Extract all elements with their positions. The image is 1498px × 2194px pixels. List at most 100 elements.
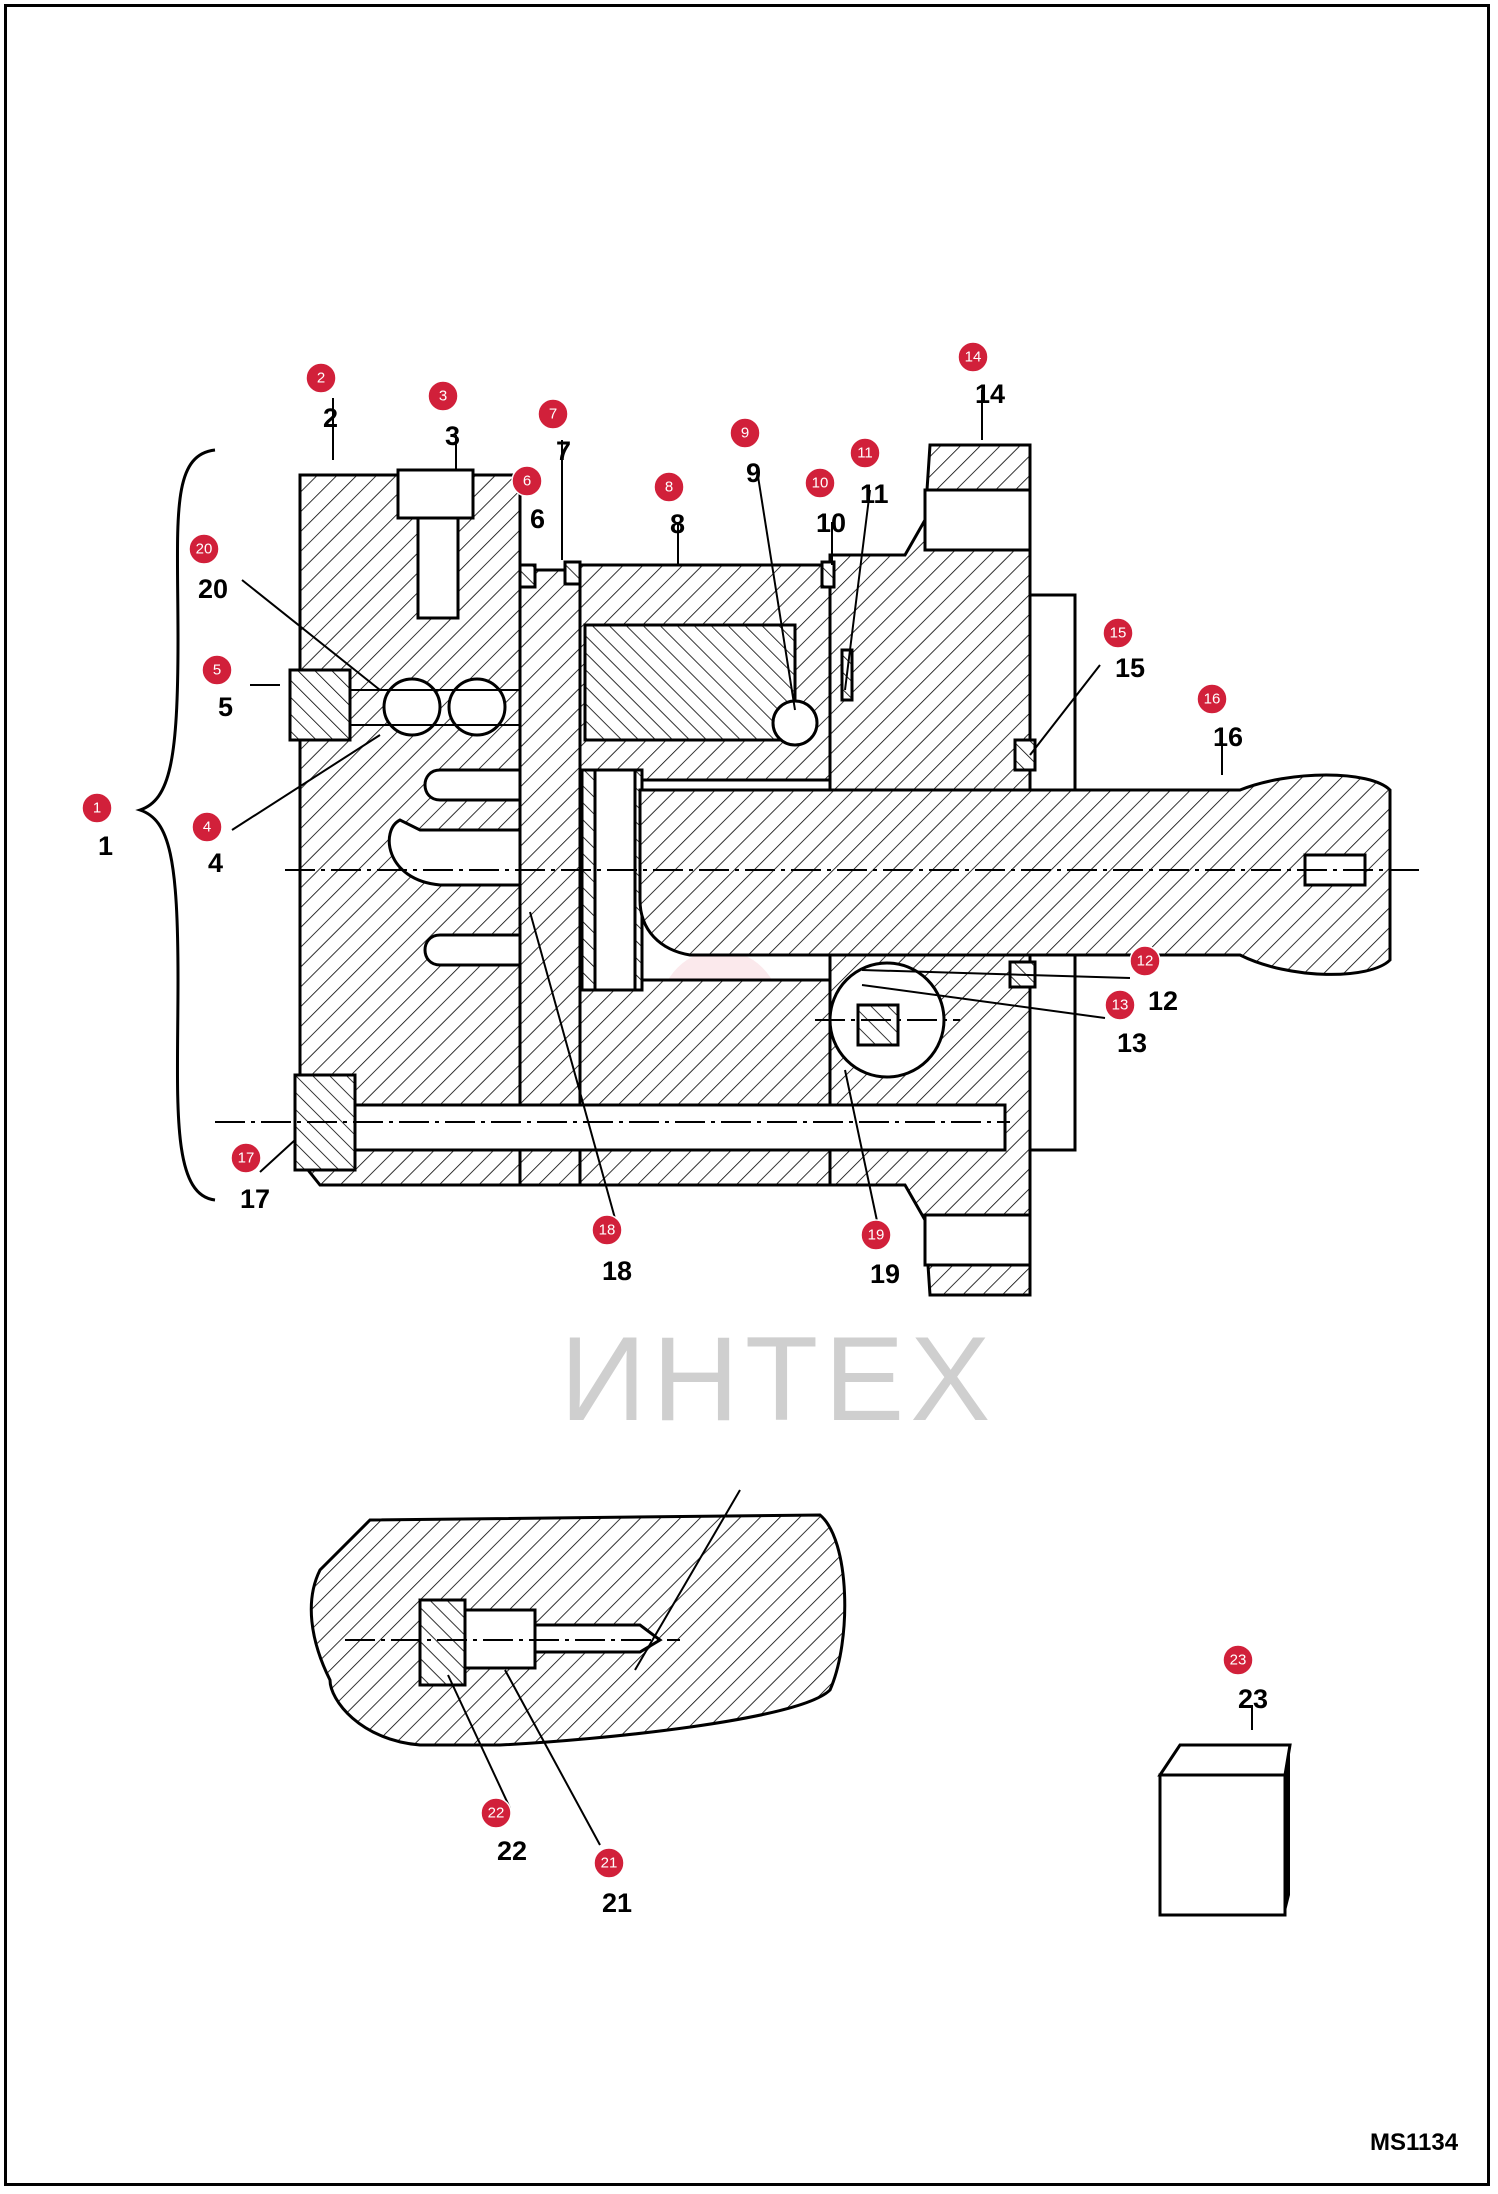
seal-7 [563, 560, 582, 586]
bolt-shank-17 [353, 1103, 1007, 1152]
callout-number-8: 8 [670, 509, 685, 539]
drawing-code: MS1134 [1370, 2129, 1459, 2156]
housing-lower [578, 978, 832, 1187]
callout-number-18: 18 [602, 1256, 632, 1286]
callout-badge-label-16: 16 [1204, 691, 1221, 708]
check-ball-a [382, 677, 442, 737]
leader-4 [231, 734, 381, 831]
callout-badge-5 [201, 654, 233, 686]
callout-number-14: 14 [975, 379, 1005, 409]
seal-6 [518, 563, 537, 589]
callout-badge-label-18: 18 [599, 1222, 616, 1239]
output-shaft [638, 773, 1392, 976]
callout-number-3: 3 [445, 421, 460, 451]
callout-number-16: 16 [1213, 722, 1243, 752]
callout-badge-16 [1196, 683, 1228, 715]
callout-badge-label-2: 2 [317, 370, 325, 387]
callout-badge-10 [804, 467, 836, 499]
channel-lower [423, 933, 532, 967]
callout-badge-22 [480, 1797, 512, 1829]
callout-number-23: 23 [1238, 1684, 1268, 1714]
callout-badge-7 [537, 398, 569, 430]
callout-badge-label-20: 20 [196, 541, 213, 558]
callout-badge-label-13: 13 [1112, 997, 1129, 1014]
seal-10 [820, 560, 836, 589]
callout-badge-18 [591, 1214, 623, 1246]
callout-badge-21 [593, 1847, 625, 1879]
callout-badge-label-22: 22 [488, 1805, 505, 1822]
main-cross-section [135, 390, 1420, 1297]
callout-badge-label-10: 10 [812, 475, 829, 492]
callout-badge-13 [1104, 989, 1136, 1021]
callout-badge-label-9: 9 [741, 425, 749, 442]
drawing-frame [4, 4, 1490, 2186]
callout-number-9: 9 [746, 458, 761, 488]
callout-number-6: 6 [530, 504, 545, 534]
leader-17 [259, 1139, 296, 1173]
callout-number-4: 4 [208, 848, 223, 878]
callout-badge-label-19: 19 [868, 1227, 885, 1244]
detail-cross-section [309, 1489, 847, 1846]
leader-12 [861, 969, 1131, 979]
callout-badge-17 [230, 1142, 262, 1174]
callout-number-15: 15 [1115, 653, 1145, 683]
callout-badge-2 [305, 362, 337, 394]
callout-badge-23 [1222, 1644, 1254, 1676]
leader-21 [504, 1669, 601, 1846]
callout-number-7: 7 [556, 436, 571, 466]
callout-badge-3 [427, 380, 459, 412]
callout-badge-12 [1129, 945, 1161, 977]
callout-badge-label-11: 11 [857, 445, 873, 462]
leader-13 [861, 984, 1106, 1019]
callout-badge-label-5: 5 [213, 662, 221, 679]
plug-3-shank [416, 516, 460, 620]
callout-number-22: 22 [497, 1836, 527, 1866]
callout-badge-11 [849, 437, 881, 469]
callout-badge-4 [191, 811, 223, 843]
callout-badge-6 [511, 465, 543, 497]
leader-15 [1029, 664, 1101, 756]
coupling-hub [593, 768, 637, 992]
callout-badge-label-7: 7 [549, 406, 557, 423]
callout-number-12: 12 [1148, 986, 1178, 1016]
callout-number-5: 5 [218, 692, 233, 722]
callout-number-1: 1 [98, 831, 113, 861]
plug-5 [288, 668, 352, 742]
callout-badge-label-12: 12 [1137, 953, 1154, 970]
callout-badge-19 [860, 1219, 892, 1251]
rotor-stack [583, 623, 797, 742]
leader-11 [844, 489, 871, 691]
callout-badge-14 [957, 341, 989, 373]
valve-plug-13 [856, 1003, 900, 1047]
callout-badge-label-17: 17 [238, 1150, 255, 1167]
detail-channel [533, 1623, 663, 1654]
callout-badge-8 [653, 471, 685, 503]
leader-9 [756, 469, 796, 711]
callout-number-13: 13 [1117, 1028, 1147, 1058]
detail-seat [418, 1598, 467, 1687]
check-ball-b [447, 677, 507, 737]
callout-badge-label-8: 8 [665, 479, 673, 496]
plug-3 [396, 468, 475, 520]
callout-number-21: 21 [602, 1888, 632, 1918]
leader-22 [447, 1674, 511, 1809]
watermark-text: ИНТЕХ [560, 1312, 996, 1446]
callout-badge-label-15: 15 [1110, 625, 1127, 642]
callout-number-10: 10 [816, 508, 846, 538]
flange-bore-bottom [923, 1213, 1032, 1267]
callout-badge-label-21: 21 [601, 1855, 618, 1872]
manifold-plate [518, 568, 582, 1187]
seal-15 [1013, 738, 1037, 772]
callout-badge-20 [188, 533, 220, 565]
callout-number-2: 2 [323, 403, 338, 433]
callout-number-17: 17 [240, 1184, 270, 1214]
callout-badge-label-6: 6 [523, 473, 531, 490]
leader-18 [529, 911, 617, 1223]
oring-9 [771, 699, 819, 747]
callout-number-19: 19 [870, 1259, 900, 1289]
channel-upper [423, 768, 532, 802]
callout-badge-label-23: 23 [1230, 1652, 1247, 1669]
